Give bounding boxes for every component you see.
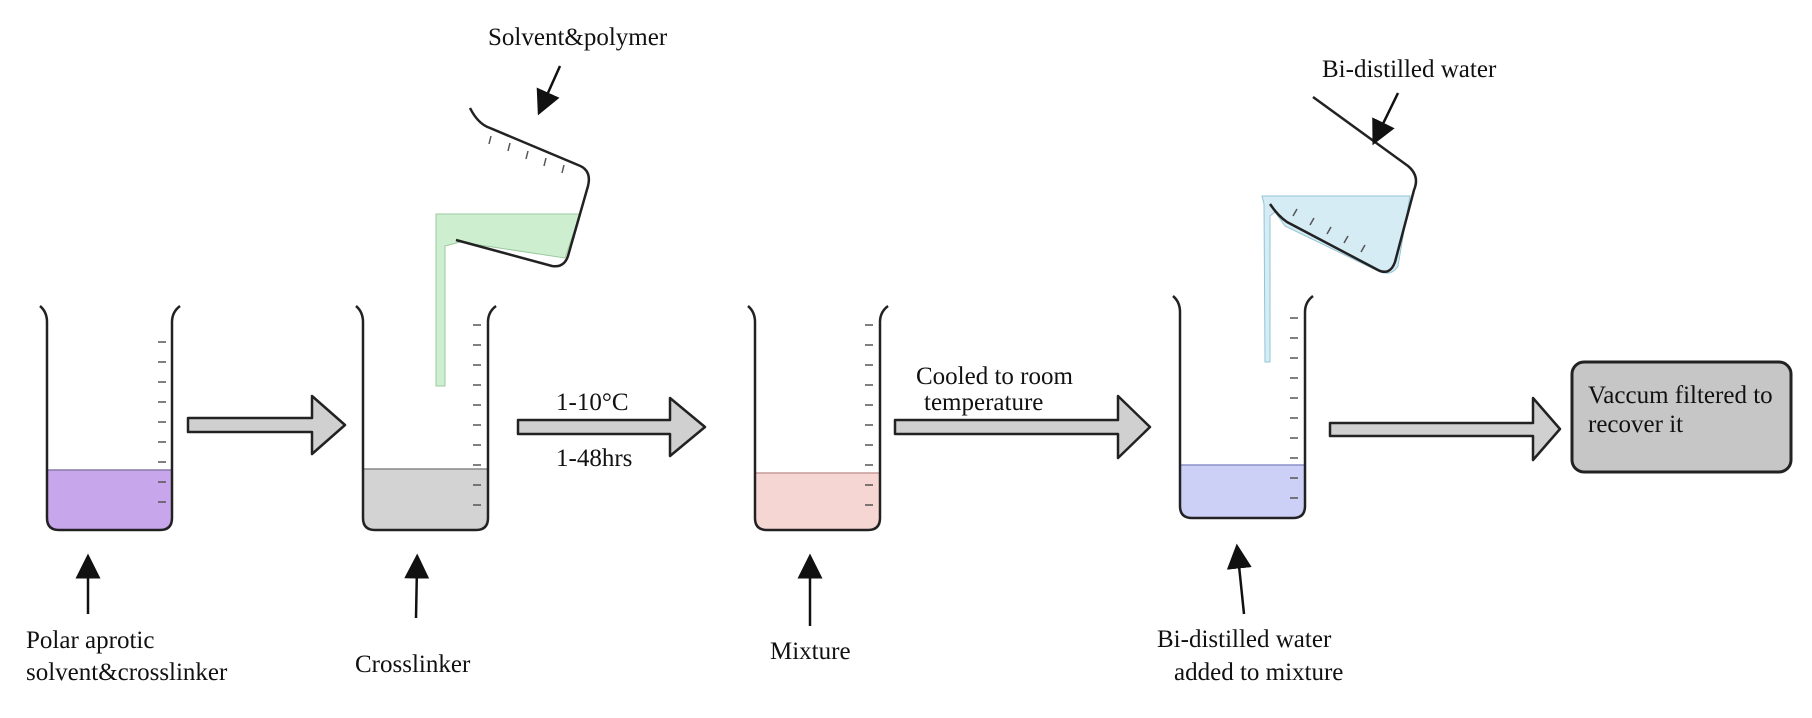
label-polar-aprotic-line-1: Polar aprotic (26, 627, 154, 654)
label-cooled-line-1: Cooled to room (916, 363, 1073, 390)
arrow-step-1 (186, 394, 347, 456)
label-water-added-line-1: Bi-distilled water (1157, 626, 1332, 653)
pointer-bi-distilled-water-top (1372, 92, 1400, 146)
beaker-3-liquid (755, 473, 880, 530)
tilted-beaker-1-outline (455, 107, 591, 268)
beaker-polar-aprotic (39, 305, 181, 532)
final-box-line-1: Vaccum filtered to (1588, 382, 1773, 409)
label-cooled-line-2: temperature (924, 389, 1043, 416)
beaker-2-liquid (363, 469, 488, 530)
final-box-line-2: recover it (1588, 411, 1683, 438)
label-water-added-line-2: added to mixture (1174, 659, 1343, 686)
beaker-water-added (1172, 295, 1314, 520)
beaker-1-outline (39, 305, 181, 532)
label-time: 1-48hrs (556, 445, 632, 472)
beaker-3-outline (747, 305, 889, 532)
pointer-water-added (1226, 543, 1252, 615)
label-solvent-polymer: Solvent&polymer (488, 24, 668, 51)
beaker-4-outline (1172, 295, 1314, 520)
pouring-beaker-solvent-polymer (435, 107, 591, 387)
label-crosslinker: Crosslinker (355, 651, 471, 678)
label-bi-distilled-water-top: Bi-distilled water (1322, 56, 1497, 83)
beaker-crosslinker (355, 305, 497, 532)
arrow-step-4 (1328, 396, 1562, 462)
arrow-step-3 (893, 394, 1152, 460)
label-mixture: Mixture (770, 638, 851, 665)
tilted-beaker-2-outline (1268, 95, 1418, 273)
pointer-crosslinker (404, 553, 430, 619)
pointer-solvent-polymer (536, 65, 562, 116)
label-polar-aprotic-line-2: solvent&crosslinker (26, 659, 228, 686)
beaker-2-outline (355, 305, 497, 532)
pouring-beaker-bi-distilled-water (1261, 95, 1418, 363)
label-temperature: 1-10°C (556, 389, 629, 416)
arrow-step-2 (516, 396, 707, 458)
beaker-4-liquid (1180, 465, 1305, 518)
beaker-mixture (747, 305, 889, 532)
final-step-box (1570, 360, 1793, 474)
beaker-1-liquid (47, 470, 172, 530)
